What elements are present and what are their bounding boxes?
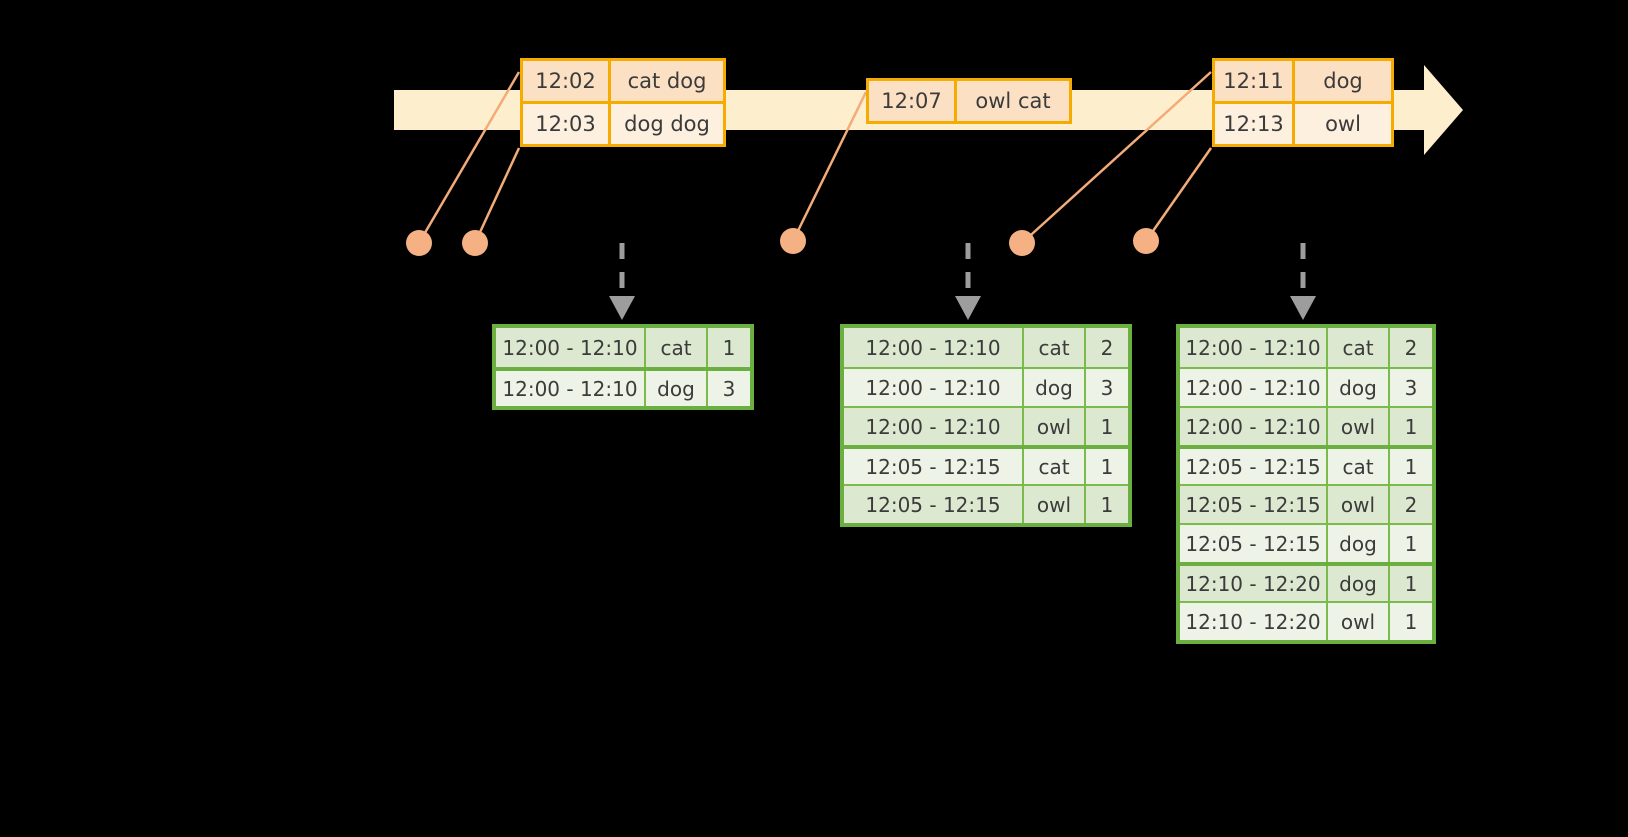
count-cell: 3: [708, 371, 750, 406]
key-cell: dog: [646, 371, 708, 406]
event-row[interactable]: 12:13 owl: [1215, 101, 1391, 144]
event-dot-5: [1133, 228, 1159, 254]
connector-lines: [417, 71, 1213, 244]
key-cell: dog: [1328, 369, 1390, 406]
emit-arrow-1: [609, 243, 635, 320]
event-words: owl cat: [957, 81, 1069, 121]
window-cell: 12:00 - 12:10: [844, 328, 1024, 367]
count-cell: 3: [1086, 369, 1128, 406]
count-cell: 1: [1086, 408, 1128, 445]
key-cell: dog: [1024, 369, 1086, 406]
window-cell: 12:00 - 12:10: [844, 408, 1024, 445]
event-words: dog dog: [624, 112, 710, 136]
window-cell: 12:05 - 12:15: [844, 449, 1024, 484]
window-cell: 12:00 - 12:10: [1180, 328, 1328, 367]
key-cell: cat: [1024, 328, 1086, 367]
event-card-1[interactable]: 12:02 cat dog 12:03 dog dog: [520, 58, 726, 147]
event-row[interactable]: 12:07 owl cat: [869, 81, 1069, 121]
event-time: 12:11: [1215, 61, 1295, 101]
event-card-3[interactable]: 12:11 dog 12:13 owl: [1212, 58, 1394, 147]
count-cell: 1: [1086, 486, 1128, 523]
event-time: 12:07: [869, 81, 957, 121]
window-cell: 12:05 - 12:15: [1180, 525, 1328, 562]
window-cell: 12:05 - 12:15: [1180, 449, 1328, 484]
count-cell: 2: [1390, 328, 1432, 367]
window-cell: 12:05 - 12:15: [1180, 486, 1328, 523]
key-cell: owl: [1328, 408, 1390, 445]
count-cell: 1: [1390, 408, 1432, 445]
count-cell: 1: [1390, 525, 1432, 562]
count-cell: 1: [1390, 566, 1432, 601]
window-cell: 12:00 - 12:10: [844, 369, 1024, 406]
count-cell: 1: [1390, 603, 1432, 640]
event-time: 12:13: [1215, 104, 1295, 144]
event-words: dog: [1295, 61, 1391, 101]
emit-arrow-2: [955, 243, 981, 320]
count-cell: 3: [1390, 369, 1432, 406]
key-cell: owl: [1024, 408, 1086, 445]
count-cell: 2: [1086, 328, 1128, 367]
count-cell: 1: [1086, 449, 1128, 484]
event-dot-2: [462, 230, 488, 256]
event-dot-1: [406, 230, 432, 256]
event-dot-3: [780, 228, 806, 254]
connector-dots: [406, 228, 1159, 256]
window-cell: 12:00 - 12:10: [496, 328, 646, 367]
window-cell: 12:00 - 12:10: [1180, 369, 1328, 406]
event-card-2[interactable]: 12:07 owl cat: [866, 78, 1072, 124]
event-words: owl: [1325, 112, 1361, 136]
window-cell: 12:05 - 12:15: [844, 486, 1024, 523]
key-cell: cat: [1328, 328, 1390, 367]
event-row[interactable]: 12:11 dog: [1215, 61, 1391, 101]
key-cell: cat: [646, 328, 708, 367]
event-row[interactable]: 12:02 cat dog: [523, 61, 723, 101]
window-cell: 12:10 - 12:20: [1180, 566, 1328, 601]
key-cell: owl: [1328, 603, 1390, 640]
key-cell: dog: [1328, 525, 1390, 562]
event-dot-4: [1009, 230, 1035, 256]
count-cell: 2: [1390, 486, 1432, 523]
key-cell: dog: [1328, 566, 1390, 601]
event-time: 12:02: [523, 61, 611, 101]
event-time: 12:03: [523, 104, 611, 144]
key-cell: cat: [1024, 449, 1086, 484]
count-cell: 1: [1390, 449, 1432, 484]
window-cell: 12:00 - 12:10: [496, 371, 646, 406]
event-words: cat dog: [611, 61, 723, 101]
window-cell: 12:00 - 12:10: [1180, 408, 1328, 445]
key-cell: owl: [1024, 486, 1086, 523]
event-row[interactable]: 12:03 dog dog: [523, 101, 723, 144]
key-cell: owl: [1328, 486, 1390, 523]
emit-arrow-3: [1290, 243, 1316, 320]
window-cell: 12:10 - 12:20: [1180, 603, 1328, 640]
key-cell: cat: [1328, 449, 1390, 484]
count-cell: 1: [708, 328, 750, 367]
emit-arrows: [609, 243, 1316, 320]
